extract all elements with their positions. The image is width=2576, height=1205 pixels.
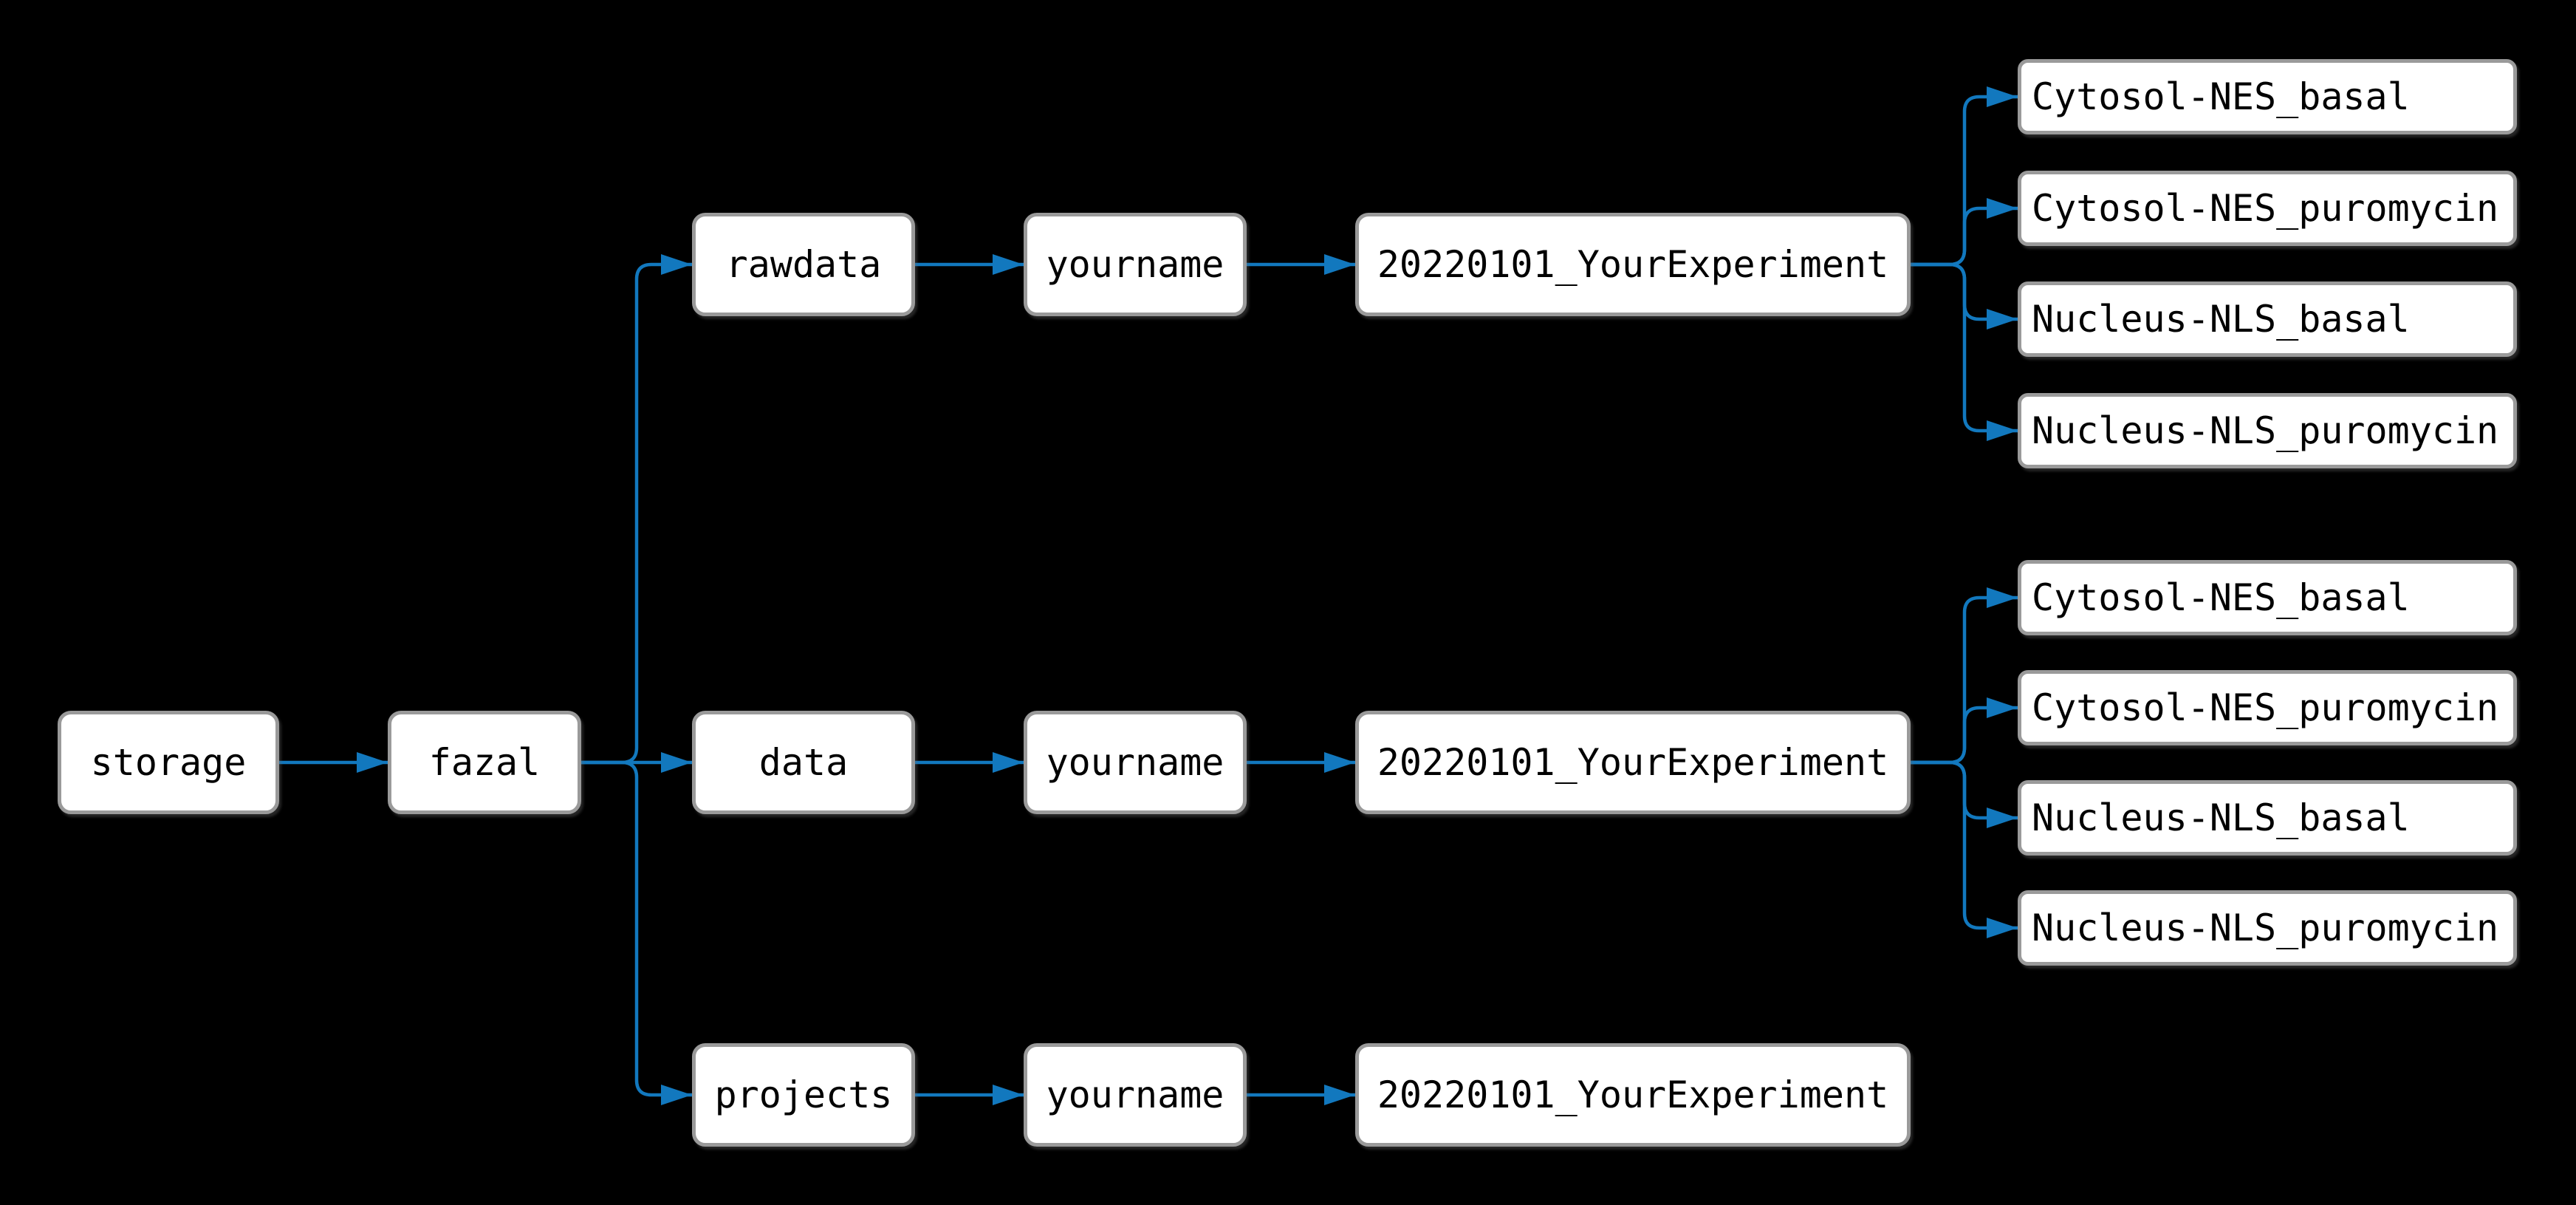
node-fazal: fazal xyxy=(388,711,581,814)
node-experiment-rawdata: 20220101_YourExperiment xyxy=(1355,213,1911,316)
edge-experiment2-sample4 xyxy=(1911,760,2018,938)
node-yourname-projects: yourname xyxy=(1024,1043,1247,1147)
node-data: data xyxy=(692,711,915,814)
node-sample-cytosol-nes-basal-rawdata: Cytosol-NES_basal xyxy=(2018,59,2517,134)
node-yourname-data: yourname xyxy=(1024,711,1247,814)
node-rawdata: rawdata xyxy=(692,213,915,316)
node-sample-cytosol-nes-basal-data: Cytosol-NES_basal xyxy=(2018,560,2517,635)
node-experiment-data: 20220101_YourExperiment xyxy=(1355,711,1911,814)
node-projects: projects xyxy=(692,1043,915,1147)
edge-fazal-projects xyxy=(581,760,692,1105)
node-sample-cytosol-nes-puromycin-data: Cytosol-NES_puromycin xyxy=(2018,670,2517,745)
node-storage: storage xyxy=(58,711,279,814)
edge-fazal-rawdata xyxy=(581,254,692,765)
edge-experiment1-sample4 xyxy=(1911,262,2018,441)
node-sample-nucleus-nls-puromycin-rawdata: Nucleus-NLS_puromycin xyxy=(2018,393,2517,468)
node-sample-cytosol-nes-puromycin-rawdata: Cytosol-NES_puromycin xyxy=(2018,171,2517,246)
node-sample-nucleus-nls-puromycin-data: Nucleus-NLS_puromycin xyxy=(2018,890,2517,966)
node-yourname-rawdata: yourname xyxy=(1024,213,1247,316)
node-experiment-projects: 20220101_YourExperiment xyxy=(1355,1043,1911,1147)
edge-experiment2-sample2 xyxy=(1911,697,2018,765)
node-sample-nucleus-nls-basal-rawdata: Nucleus-NLS_basal xyxy=(2018,281,2517,357)
node-sample-nucleus-nls-basal-data: Nucleus-NLS_basal xyxy=(2018,780,2517,856)
edge-experiment1-sample2 xyxy=(1911,198,2018,267)
